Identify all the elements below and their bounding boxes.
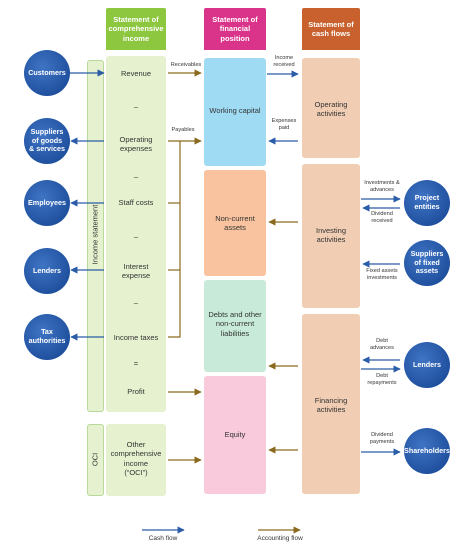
suppliers-circle: Suppliers of goods & services bbox=[24, 118, 70, 164]
staff-costs-label: Staff costs bbox=[118, 198, 154, 207]
investing-activities-box bbox=[302, 164, 360, 308]
header-cash-flows-text: Statement of cash flows bbox=[308, 19, 354, 38]
header-cash-flows: Statement of cash flows bbox=[302, 8, 360, 50]
financing-activities-box bbox=[302, 314, 360, 494]
employees-circle: Employees bbox=[24, 180, 70, 226]
shareholders-circle: Shareholders bbox=[404, 428, 450, 474]
debt-advances-label: Debt advances bbox=[370, 338, 394, 351]
expenses-paid-label: Expenses paid bbox=[271, 118, 297, 131]
revenue-label: Revenue bbox=[120, 69, 152, 78]
minus-sign-2: – bbox=[133, 172, 139, 181]
minus-sign-3: – bbox=[133, 232, 139, 241]
income-taxes-label: Income taxes bbox=[113, 333, 159, 342]
header-financial-position: Statement of financial position bbox=[204, 8, 266, 50]
income-received-label: Income received bbox=[273, 55, 295, 68]
header-comprehensive-income-text: Statement of comprehensive income bbox=[108, 14, 164, 43]
header-comprehensive-income: Statement of comprehensive income bbox=[106, 8, 166, 50]
operating-activities-box bbox=[302, 58, 360, 158]
legend-cash-flow: Cash flow bbox=[148, 535, 178, 542]
minus-sign-1: – bbox=[133, 102, 139, 111]
non-current-assets-label: Non-current assets bbox=[215, 214, 255, 233]
equals-sign: = bbox=[133, 359, 139, 368]
working-capital-label: Working capital bbox=[209, 106, 261, 115]
bracket-payables bbox=[168, 140, 181, 338]
interest-expense-label: Interest expense bbox=[121, 262, 151, 281]
fixed-assets-investments-label: Fixed assets investments bbox=[366, 268, 398, 281]
oci-label-text: Other comprehensive income (“OCI”) bbox=[110, 440, 162, 478]
financing-activities-label: Financing activities bbox=[314, 396, 348, 415]
debts-label: Debts and other non-current liabilities bbox=[208, 310, 262, 338]
investments-advances-label: Investments & advances bbox=[364, 180, 400, 193]
equity-box bbox=[204, 376, 266, 494]
operating-activities-label: Operating activities bbox=[314, 100, 348, 119]
payables-label: Payables bbox=[171, 127, 195, 133]
profit-label: Profit bbox=[127, 387, 145, 396]
receivables-label: Receivables bbox=[170, 62, 202, 68]
debt-repayments-label: Debt repayments bbox=[367, 373, 397, 386]
dividend-payments-label: Dividend payments bbox=[369, 432, 395, 445]
lenders-left-circle: Lenders bbox=[24, 248, 70, 294]
project-entities-circle: Project entities bbox=[404, 180, 450, 226]
tax-authorities-circle: Tax authorities bbox=[24, 314, 70, 360]
oci-strip bbox=[87, 424, 104, 496]
debts-box bbox=[204, 280, 266, 372]
income-column bbox=[106, 56, 166, 412]
customers-circle: Customers bbox=[24, 50, 70, 96]
working-capital-box bbox=[204, 58, 266, 166]
header-financial-position-text: Statement of financial position bbox=[212, 14, 258, 43]
oci-column bbox=[106, 424, 166, 496]
lenders-right-circle: Lenders bbox=[404, 342, 450, 388]
legend-accounting-flow: Accounting flow bbox=[257, 535, 303, 542]
equity-label: Equity bbox=[224, 430, 246, 439]
income-statement-strip bbox=[87, 60, 104, 412]
minus-sign-4: – bbox=[133, 298, 139, 307]
dividend-received-label: Dividend received bbox=[371, 211, 393, 224]
suppliers-fixed-assets-circle: Suppliers of fixed assets bbox=[404, 240, 450, 286]
investing-activities-label: Investing activities bbox=[315, 226, 347, 245]
non-current-assets-box bbox=[204, 170, 266, 276]
operating-expenses-label: Operating expenses bbox=[119, 135, 153, 154]
